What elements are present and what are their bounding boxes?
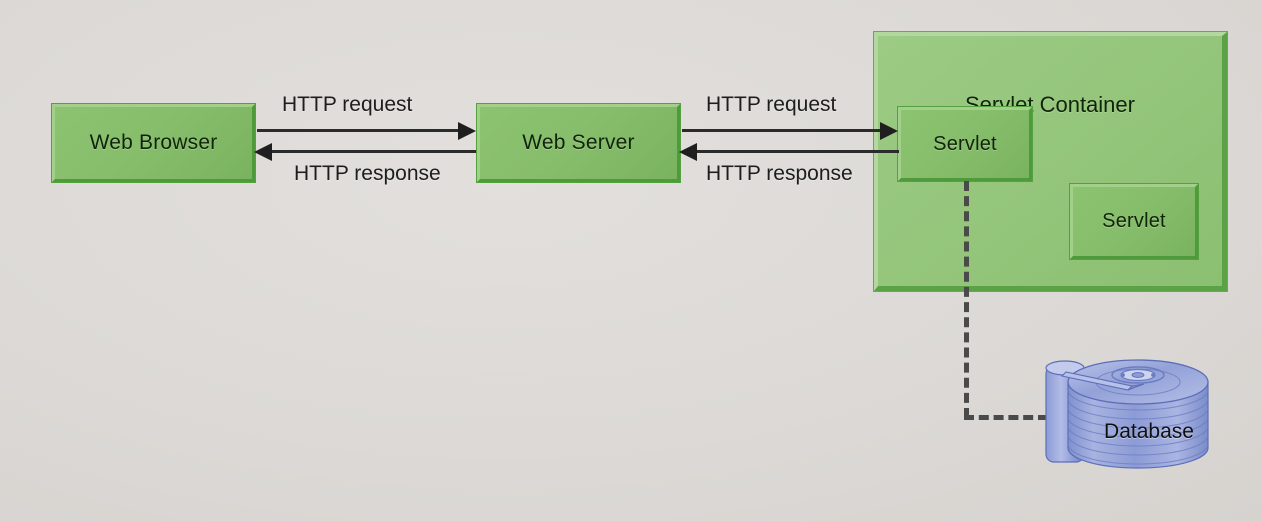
web-server-label: Web Server bbox=[522, 131, 635, 154]
database-label: Database bbox=[1104, 420, 1194, 443]
database-icon bbox=[1045, 359, 1209, 469]
web-browser-node: Web Browser bbox=[51, 103, 256, 183]
servlet-1-label: Servlet bbox=[933, 132, 997, 155]
label-http-response-right: HTTP response bbox=[706, 162, 853, 185]
arrow-browser-to-server-line bbox=[257, 129, 466, 132]
arrow-server-to-browser-line bbox=[268, 150, 476, 153]
servlet-node-1: Servlet bbox=[897, 106, 1033, 182]
arrow-servlet-to-server-line bbox=[693, 150, 899, 153]
arrow-server-to-servlet-line bbox=[682, 129, 885, 132]
database-node: Database bbox=[1040, 344, 1236, 490]
web-browser-label: Web Browser bbox=[89, 131, 218, 154]
arrow-browser-to-server-head bbox=[458, 122, 476, 140]
arrow-server-to-servlet-head bbox=[880, 122, 898, 140]
arrow-servlet-to-server-head bbox=[679, 143, 697, 161]
label-http-response-left: HTTP response bbox=[294, 162, 441, 185]
arrow-server-to-browser-head bbox=[254, 143, 272, 161]
web-server-node: Web Server bbox=[476, 103, 681, 183]
servlet-node-2: Servlet bbox=[1069, 183, 1199, 260]
servlet-database-connector-vertical bbox=[964, 181, 969, 418]
label-http-request-left: HTTP request bbox=[282, 93, 413, 116]
servlet-database-connector-horizontal bbox=[964, 415, 1048, 420]
label-http-request-right: HTTP request bbox=[706, 93, 837, 116]
servlet-2-label: Servlet bbox=[1102, 210, 1166, 232]
